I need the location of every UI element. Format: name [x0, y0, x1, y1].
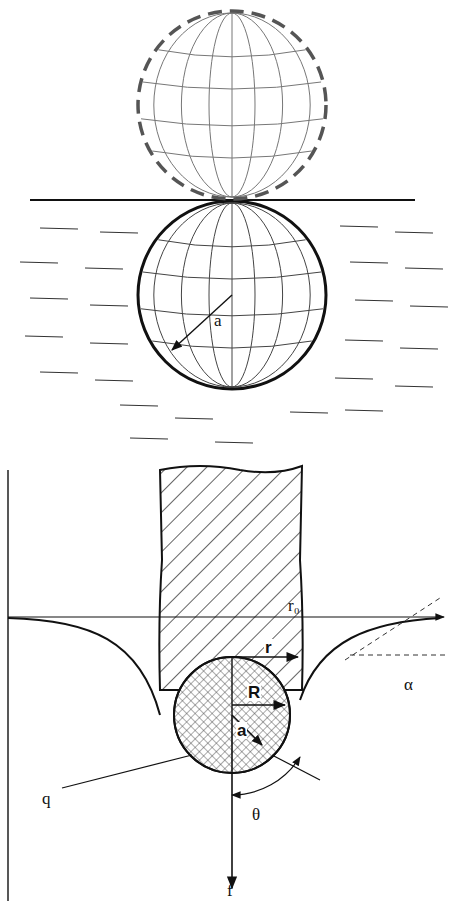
symbol-label: α [404, 676, 413, 693]
symbol-label: a [214, 312, 222, 329]
symbol-label: q [42, 790, 51, 807]
symbol-label: r [264, 639, 273, 656]
symbol-label: R [247, 684, 261, 701]
symbol-label: f [227, 882, 233, 899]
symbol-label: r₀ [288, 597, 300, 614]
symbol-label: θ [252, 806, 260, 823]
symbol-label: a [236, 722, 247, 739]
